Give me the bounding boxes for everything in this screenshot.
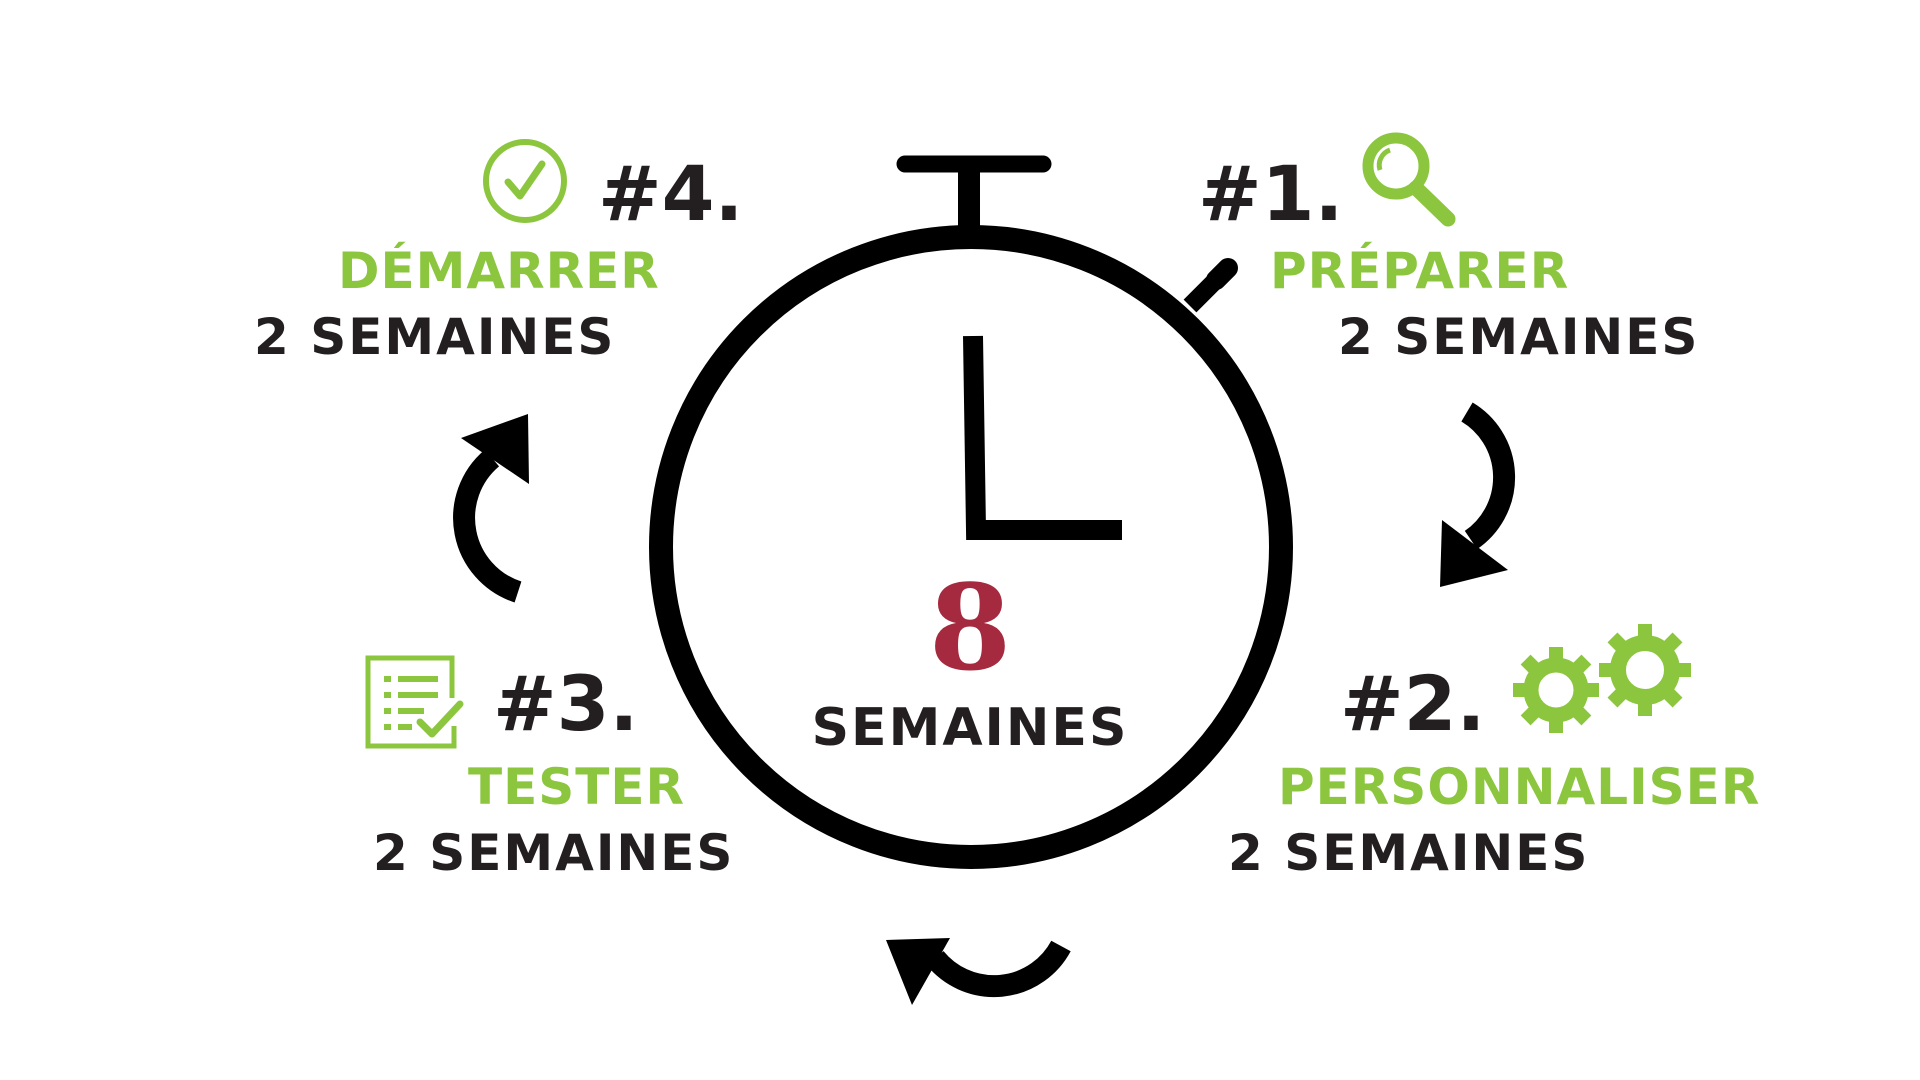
checklist-icon [365,655,464,749]
step-1-title: PRÉPARER [1270,242,1570,300]
step-2-duration: 2 SEMAINES [1228,824,1590,882]
step-3-title: TESTER [468,758,686,816]
step-1-duration: 2 SEMAINES [1338,308,1700,366]
arrow-step2-to-step3 [886,938,1071,1005]
step-4-number: #4. [598,149,744,238]
step-4-title: DÉMARRER [338,242,660,300]
step-1-number: #1. [1198,149,1344,238]
magnifier-icon [1362,132,1456,227]
stopwatch-icon [649,155,1293,869]
check-circle-icon [483,139,567,223]
step-2-title: PERSONNALISER [1278,758,1761,816]
total-duration-unit: SEMAINES [811,698,1129,758]
cycle-arrows [453,402,1516,1005]
step-3-number: #3. [493,659,639,748]
step-3-duration: 2 SEMAINES [373,824,735,882]
total-duration-number: 8 [928,558,1012,697]
step-4-duration: 2 SEMAINES [254,308,616,366]
gears-icon [1513,624,1691,733]
step-2-number: #2. [1340,659,1486,748]
arrow-step1-to-step2 [1440,402,1516,587]
arrow-step3-to-step4 [453,414,529,603]
